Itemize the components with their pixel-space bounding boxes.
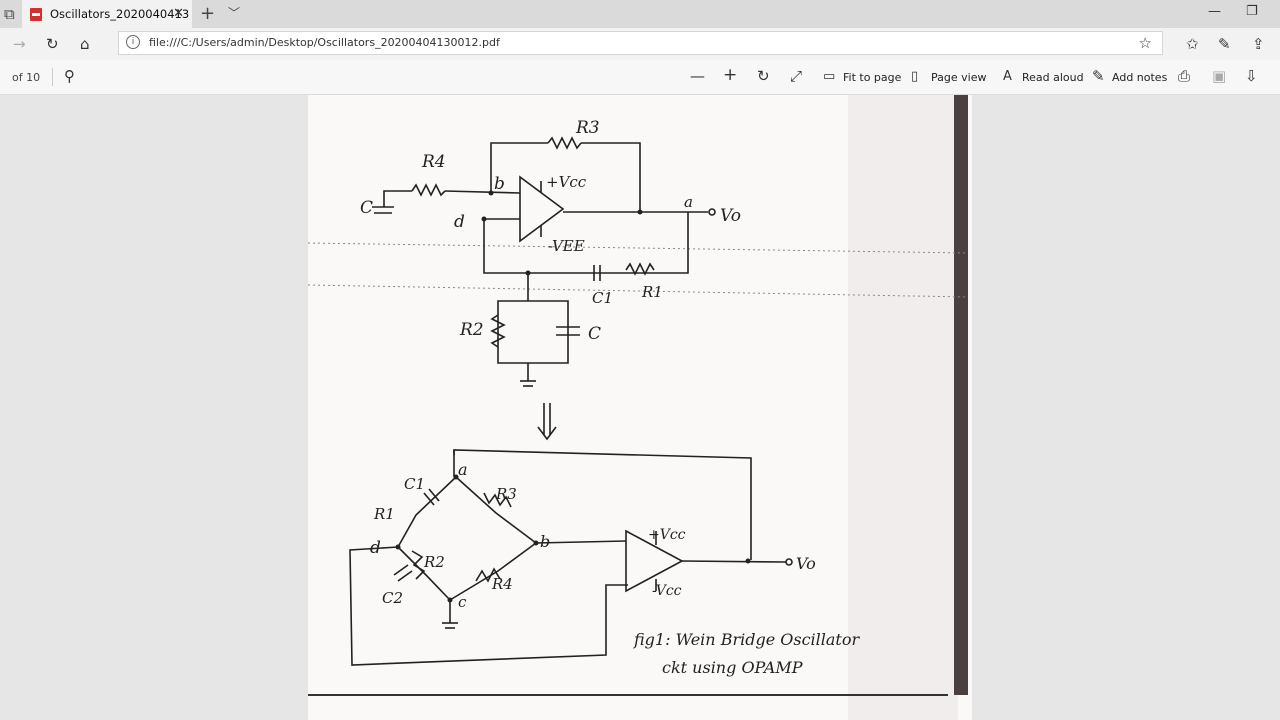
pdf-page: R3 R4 C b d +Vcc -VEE a Vo C1 R1 R2 C a …	[308, 95, 972, 720]
label-c-bottom: c	[458, 593, 467, 611]
navigation-bar: → ↻ ⌂ i file:///C:/Users/admin/Desktop/O…	[0, 28, 1280, 60]
fit-to-page-button[interactable]: Fit to page	[843, 71, 902, 84]
tab-actions-icon[interactable]: ⧉	[4, 5, 15, 23]
label-d-top: d	[454, 212, 465, 232]
zoom-in-icon[interactable]: +	[723, 65, 738, 85]
share-icon[interactable]: ⇪	[1252, 35, 1265, 53]
search-icon[interactable]: ⚲	[64, 67, 75, 85]
label-vcc-top: +Vcc	[546, 173, 587, 191]
read-aloud-button[interactable]: Read aloud	[1022, 71, 1084, 84]
restore-icon[interactable]: ❐	[1246, 4, 1258, 19]
label-r3-bottom: R3	[495, 485, 517, 503]
label-vo-top: Vo	[720, 206, 741, 226]
pdf-file-icon	[30, 7, 42, 21]
pen-icon[interactable]: ✎	[1218, 35, 1231, 53]
read-aloud-icon[interactable]: A	[1003, 69, 1012, 84]
save-as-icon[interactable]: ⇩	[1245, 67, 1258, 85]
label-vo-bottom: Vo	[796, 554, 816, 573]
label-d-bottom: d	[370, 538, 381, 558]
label-a-bottom: a	[458, 460, 468, 479]
minimize-icon[interactable]: —	[1208, 4, 1221, 19]
refresh-icon[interactable]: ↻	[46, 35, 59, 53]
tab-bar: ⧉ Oscillators_2020040413 ✕ + ﹀ — ❐	[0, 0, 1280, 28]
label-c-top: C	[360, 198, 373, 218]
print-icon[interactable]: ⎙	[1178, 67, 1191, 85]
document-viewer[interactable]: R3 R4 C b d +Vcc -VEE a Vo C1 R1 R2 C a …	[0, 95, 1280, 720]
label-c1-bottom: C1	[404, 475, 425, 493]
tab-oscillators[interactable]: Oscillators_2020040413 ✕	[22, 0, 192, 28]
favorites-hub-icon[interactable]: ✩	[1186, 35, 1199, 53]
zoom-out-icon[interactable]: —	[690, 67, 705, 85]
label-vcc-minus-bottom: -Vcc	[652, 583, 682, 599]
page-view-icon[interactable]: ▯	[911, 69, 919, 84]
label-r4-top: R4	[421, 152, 446, 172]
info-icon[interactable]: i	[126, 35, 140, 49]
label-vee-top: -VEE	[548, 237, 585, 255]
label-r2-bottom: R2	[423, 553, 445, 571]
label-b-top: b	[494, 174, 505, 194]
caption-line-1: fig1: Wein Bridge Oscillator	[633, 630, 860, 649]
page-count: of 10	[12, 71, 41, 84]
fullscreen-icon[interactable]: ⤢	[790, 67, 803, 85]
address-bar[interactable]: i file:///C:/Users/admin/Desktop/Oscilla…	[118, 31, 1163, 55]
handwritten-circuit-diagram: R3 R4 C b d +Vcc -VEE a Vo C1 R1 R2 C a …	[308, 95, 969, 720]
tab-title: Oscillators_2020040413	[50, 7, 190, 21]
add-notes-button[interactable]: Add notes	[1112, 71, 1168, 84]
close-tab-icon[interactable]: ✕	[173, 6, 184, 21]
save-icon[interactable]: ▣	[1212, 67, 1227, 85]
label-r2-top: R2	[459, 320, 484, 340]
label-a-top: a	[684, 193, 693, 211]
label-r4-bottom: R4	[491, 575, 513, 593]
url-text[interactable]: file:///C:/Users/admin/Desktop/Oscillato…	[149, 36, 500, 49]
label-b-bottom: b	[540, 532, 550, 551]
favorite-star-icon[interactable]: ☆	[1138, 34, 1152, 52]
home-icon[interactable]: ⌂	[80, 35, 90, 53]
page-view-button[interactable]: Page view	[931, 71, 987, 84]
label-c1-top: C1	[592, 289, 613, 307]
label-r1-top: R1	[641, 283, 663, 301]
label-r3-top: R3	[575, 118, 600, 138]
rotate-icon[interactable]: ↻	[757, 67, 770, 85]
new-tab-icon[interactable]: +	[200, 3, 216, 24]
label-c2-bottom: C2	[382, 589, 403, 607]
add-notes-icon[interactable]: ✎	[1092, 67, 1105, 85]
caption-line-2: ckt using OPAMP	[662, 658, 803, 677]
chevron-down-icon[interactable]: ﹀	[228, 6, 241, 20]
fit-to-page-icon[interactable]: ▭	[823, 69, 836, 84]
back-icon[interactable]: →	[13, 35, 26, 53]
pdf-toolbar: of 10 ⚲ — + ↻ ⤢ ▭ Fit to page ▯ Page vie…	[0, 60, 1280, 95]
label-vcc-bottom: +Vcc	[648, 527, 686, 543]
label-c-right-top: C	[588, 324, 601, 344]
divider	[52, 68, 53, 86]
label-r1-bottom: R1	[373, 505, 395, 523]
